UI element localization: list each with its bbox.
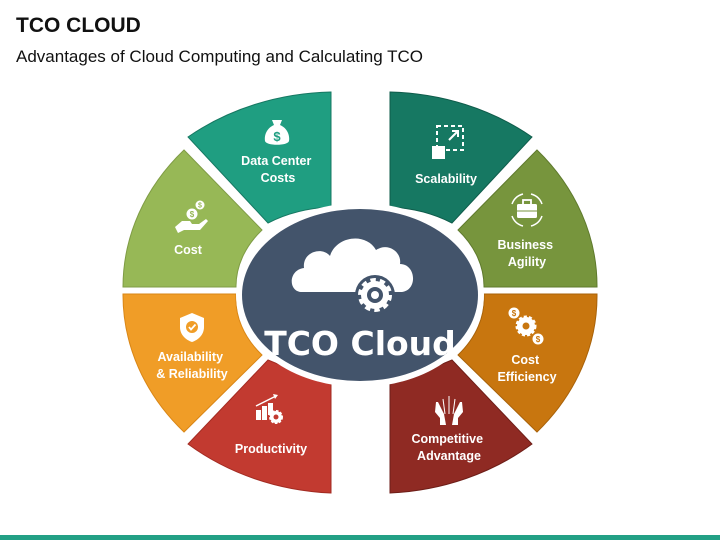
page-subtitle: Advantages of Cloud Computing and Calcul…	[16, 47, 423, 66]
segment-label: Scalability	[415, 172, 477, 186]
footer-bar	[0, 535, 720, 540]
page-title: TCO CLOUD	[16, 14, 141, 37]
center-label: TCO Cloud	[264, 324, 456, 363]
segment-competitive-advantage[interactable]: Competitive Advantage	[389, 359, 533, 494]
segment-data-center-costs[interactable]: $ Data Center Costs	[187, 91, 332, 224]
segment-label: Data Center Costs	[241, 154, 315, 185]
segment-label: Availability & Reliability	[156, 350, 228, 381]
chart-gear-icon	[255, 394, 283, 424]
svg-text:$: $	[198, 203, 202, 210]
segment-label: Competitive Advantage	[411, 432, 486, 463]
segment-productivity[interactable]: Productivity	[187, 359, 332, 494]
scale-arrow-icon	[432, 125, 464, 159]
svg-text:$: $	[512, 309, 517, 318]
segment-label: Cost	[174, 243, 203, 257]
segment-label: Business Agility	[497, 238, 556, 269]
segment-label: Productivity	[235, 442, 307, 456]
segment-business-agility[interactable]: Business Agility	[457, 149, 598, 288]
segment-cost[interactable]: $ $ Cost	[122, 149, 263, 288]
segment-cost-efficiency[interactable]: $ $ Cost Efficiency	[457, 293, 598, 433]
briefcase-cycle-icon	[511, 193, 543, 227]
segment-label: Cost Efficiency	[497, 353, 556, 384]
svg-text:$: $	[190, 210, 195, 219]
svg-text:$: $	[536, 335, 541, 344]
shield-check-icon	[180, 313, 204, 342]
money-bag-icon: $	[264, 120, 290, 145]
segment-availability-reliability[interactable]: Availability & Reliability	[122, 293, 263, 433]
hands-arrows-icon	[435, 396, 463, 425]
svg-text:$: $	[273, 129, 281, 144]
segment-scalability[interactable]: Scalability	[389, 91, 533, 224]
hand-coins-icon: $ $	[175, 200, 208, 233]
gear-dollar-icon: $ $	[508, 307, 544, 345]
cloud-gear-icon	[291, 238, 414, 315]
center-hub: TCO Cloud	[236, 203, 484, 387]
